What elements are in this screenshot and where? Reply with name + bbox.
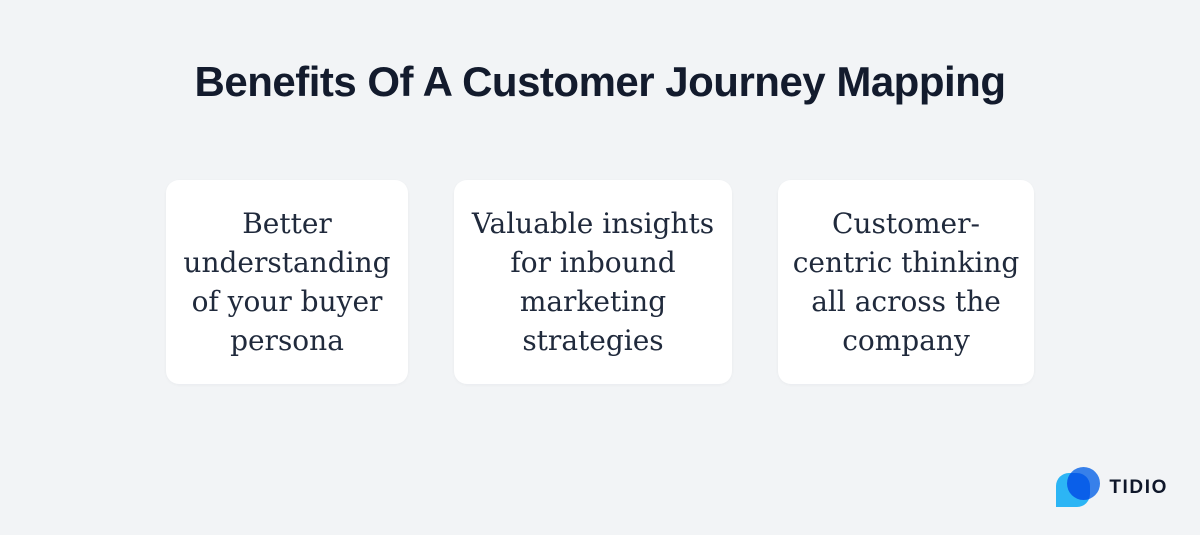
benefit-card-2-text: Valuable insights for inbound marketing … — [471, 207, 715, 357]
benefit-card-3-text: Customer- centric thinking all across th… — [792, 207, 1020, 357]
tidio-brand-name: TIDIO — [1109, 476, 1168, 498]
benefit-card-2: Valuable insights for inbound marketing … — [454, 180, 732, 384]
benefit-card-3: Customer- centric thinking all across th… — [778, 180, 1034, 384]
tidio-logo: TIDIO — [1056, 467, 1168, 508]
page-title: Benefits Of A Customer Journey Mapping — [194, 58, 1006, 105]
benefit-card-1-text: Better understanding of your buyer perso… — [183, 207, 391, 357]
benefit-card-1: Better understanding of your buyer perso… — [166, 180, 408, 384]
benefit-cards-row: Better understanding of your buyer perso… — [0, 180, 1200, 384]
tidio-chat-bubbles-icon — [1056, 467, 1101, 508]
chat-bubble-front-shape — [1067, 467, 1101, 500]
